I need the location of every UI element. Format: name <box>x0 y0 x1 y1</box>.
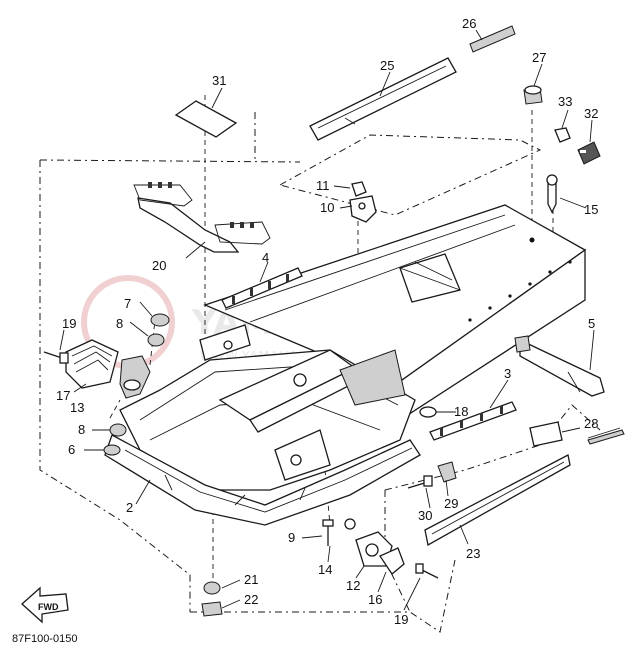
label-19b: 19 <box>394 612 408 627</box>
grommets <box>103 313 437 456</box>
label-18: 18 <box>454 404 468 419</box>
label-27: 27 <box>532 50 546 65</box>
part-28-plate <box>529 421 625 447</box>
part-23-side-strip <box>424 454 571 547</box>
label-29: 29 <box>444 496 458 511</box>
diagram-code: 87F100-0150 <box>12 633 77 645</box>
label-12: 12 <box>346 578 360 593</box>
lower-hardware <box>322 518 405 575</box>
label-17: 17 <box>56 388 70 403</box>
top-fasteners <box>523 85 601 214</box>
part-31-plate <box>174 100 238 138</box>
label-2: 2 <box>126 500 133 515</box>
label-20: 20 <box>152 258 166 273</box>
main-frame <box>104 204 587 526</box>
parts-21-22 <box>201 581 223 617</box>
label-32: 32 <box>584 106 598 121</box>
label-11: 11 <box>316 178 330 193</box>
bolts-19 <box>43 351 439 579</box>
label-7: 7 <box>124 296 131 311</box>
part-26-strip <box>469 25 516 53</box>
part-20-bumper <box>133 182 271 253</box>
part-17-boot <box>65 339 151 399</box>
label-9: 9 <box>288 530 295 545</box>
label-3: 3 <box>504 366 511 381</box>
label-19a: 19 <box>62 316 76 331</box>
label-28: 28 <box>584 416 598 431</box>
label-14: 14 <box>318 562 332 577</box>
part-4-rail <box>221 267 303 309</box>
label-31: 31 <box>212 73 226 88</box>
label-4: 4 <box>262 250 269 265</box>
label-10: 10 <box>320 200 334 215</box>
part-labels: 31 25 26 27 33 32 11 10 15 20 4 5 3 7 8 … <box>56 16 598 627</box>
label-13: 13 <box>70 400 84 415</box>
fwd-arrow-icon: FWD <box>21 586 69 624</box>
label-15: 15 <box>584 202 598 217</box>
label-8a: 8 <box>116 316 123 331</box>
part-5-rear-rail <box>514 335 605 397</box>
leader-lines <box>59 29 595 611</box>
label-16: 16 <box>368 592 382 607</box>
part-3-rail <box>429 401 517 441</box>
fwd-label: FWD <box>38 602 59 612</box>
label-6: 6 <box>68 442 75 457</box>
label-5: 5 <box>588 316 595 331</box>
label-33: 33 <box>558 94 572 109</box>
label-21: 21 <box>244 572 258 587</box>
label-25: 25 <box>380 58 394 73</box>
label-30: 30 <box>418 508 432 523</box>
label-23: 23 <box>466 546 480 561</box>
parts-10-11 <box>349 181 377 223</box>
parts-29-30 <box>407 461 457 489</box>
label-8b: 8 <box>78 422 85 437</box>
label-22: 22 <box>244 592 258 607</box>
part-25-decal <box>309 57 457 141</box>
label-26: 26 <box>462 16 476 31</box>
